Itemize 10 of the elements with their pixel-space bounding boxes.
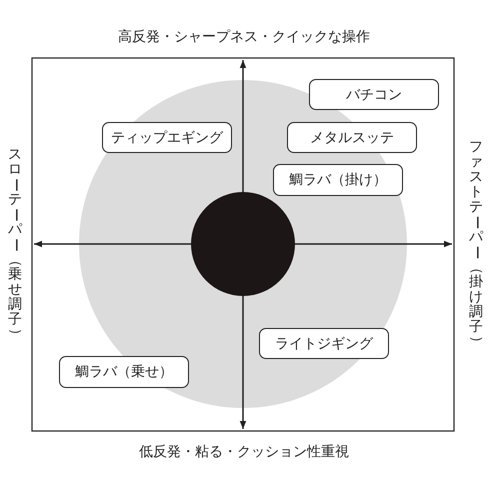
label-box: 鯛ラバ（乗せ） bbox=[59, 356, 189, 388]
label-box: メタルスッテ bbox=[287, 122, 417, 153]
label-box: ティップエギング bbox=[102, 122, 232, 153]
label-box: 鯛ラバ（掛け） bbox=[273, 164, 403, 196]
axis-label: 高反発・シャープネス・クイックな操作 bbox=[118, 28, 370, 46]
label-box: バチコン bbox=[309, 79, 439, 110]
axis-label: スローテーパー（乗せ調子） bbox=[8, 148, 22, 342]
axis-label: ファストテーパー（掛け調子） bbox=[468, 140, 484, 350]
label-box: ライトジギング bbox=[259, 328, 389, 359]
axis-label: 低反発・粘る・クッション性重視 bbox=[139, 443, 349, 461]
